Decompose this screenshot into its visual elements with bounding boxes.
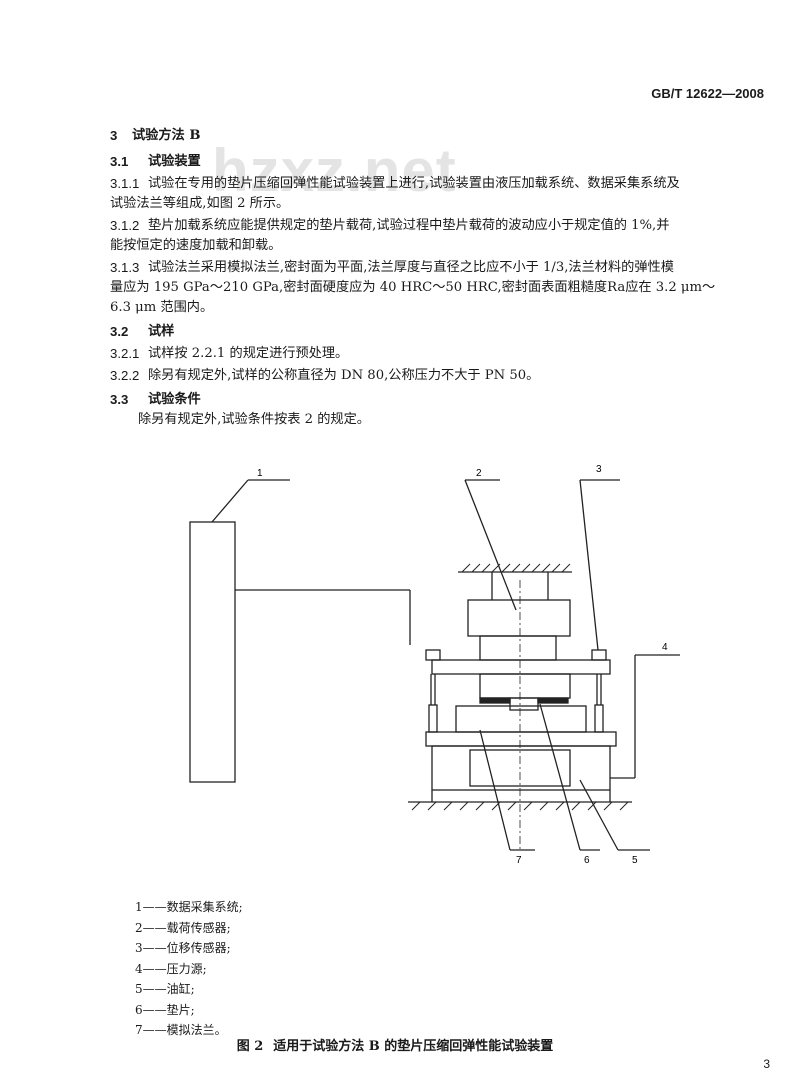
label-5: 5 — [632, 855, 638, 866]
section-3-3-heading: 3.3 试验条件 — [110, 392, 201, 407]
clause-3-1-1-cont: 试验法兰等组成,如图 2 所示。 — [110, 196, 290, 211]
legend-item: 4——压力源; — [135, 961, 207, 976]
clause-3-1-3: 3.1.3 试验法兰采用模拟法兰,密封面为平面,法兰厚度与直径之比应不小于 1/… — [110, 260, 674, 275]
clause-3-2-1: 3.2.1 试样按 2.2.1 的规定进行预处理。 — [110, 346, 349, 361]
legend-item: 2——载荷传感器; — [135, 920, 231, 935]
clause-3-1-1: 3.1.1 试验在专用的垫片压缩回弹性能试验装置上进行,试验装置由液压加载系统、… — [110, 176, 680, 191]
section-3-heading: 3 试验方法 B — [110, 128, 201, 143]
label-7: 7 — [516, 855, 522, 866]
clause-3-2-2: 3.2.2 除另有规定外,试样的公称直径为 DN 80,公称压力不大于 PN 5… — [110, 368, 540, 383]
body-text: 3 试验方法 B 3.1 试验装置 3.1.1 试验在专用的垫片压缩回弹性能试验… — [110, 126, 770, 430]
label-3: 3 — [596, 464, 602, 475]
test-apparatus-figure: 1 2 3 4 5 6 7 — [189, 464, 680, 866]
label-1: 1 — [257, 468, 263, 479]
clause-3-1-2-cont: 能按恒定的速度加载和卸载。 — [110, 238, 282, 253]
label-4: 4 — [662, 642, 668, 653]
legend-item: 1——数据采集系统; — [135, 900, 243, 914]
clause-3-1-3-cont2: 6.3 μm 范围内。 — [110, 300, 214, 315]
figure-legend: 1——数据采集系统; 2——载荷传感器; 3——位移传感器; 4——压力源; 5… — [135, 897, 243, 1041]
legend-item: 3——位移传感器; — [135, 941, 231, 955]
section-3-1-heading: 3.1 试验装置 — [110, 154, 201, 169]
page-number: 3 — [763, 1057, 770, 1071]
legend-item: 7——模拟法兰。 — [135, 1023, 227, 1037]
section-3-3-text: 除另有规定外,试验条件按表 2 的规定。 — [138, 412, 370, 427]
label-2: 2 — [476, 468, 482, 479]
label-6: 6 — [584, 855, 590, 866]
data-acquisition-box — [189, 521, 236, 783]
section-3-2-heading: 3.2 试样 — [110, 324, 175, 339]
clause-3-1-3-cont: 量应为 195 GPa～210 GPa,密封面硬度应为 40 HRC～50 HR… — [110, 280, 716, 295]
standard-code: GB/T 12622—2008 — [651, 86, 764, 101]
clause-3-1-2: 3.1.2 垫片加载系统应能提供规定的垫片载荷,试验过程中垫片载荷的波动应小于规… — [110, 218, 670, 233]
legend-item: 6——垫片; — [135, 1002, 195, 1017]
legend-item: 5——油缸; — [135, 982, 195, 996]
